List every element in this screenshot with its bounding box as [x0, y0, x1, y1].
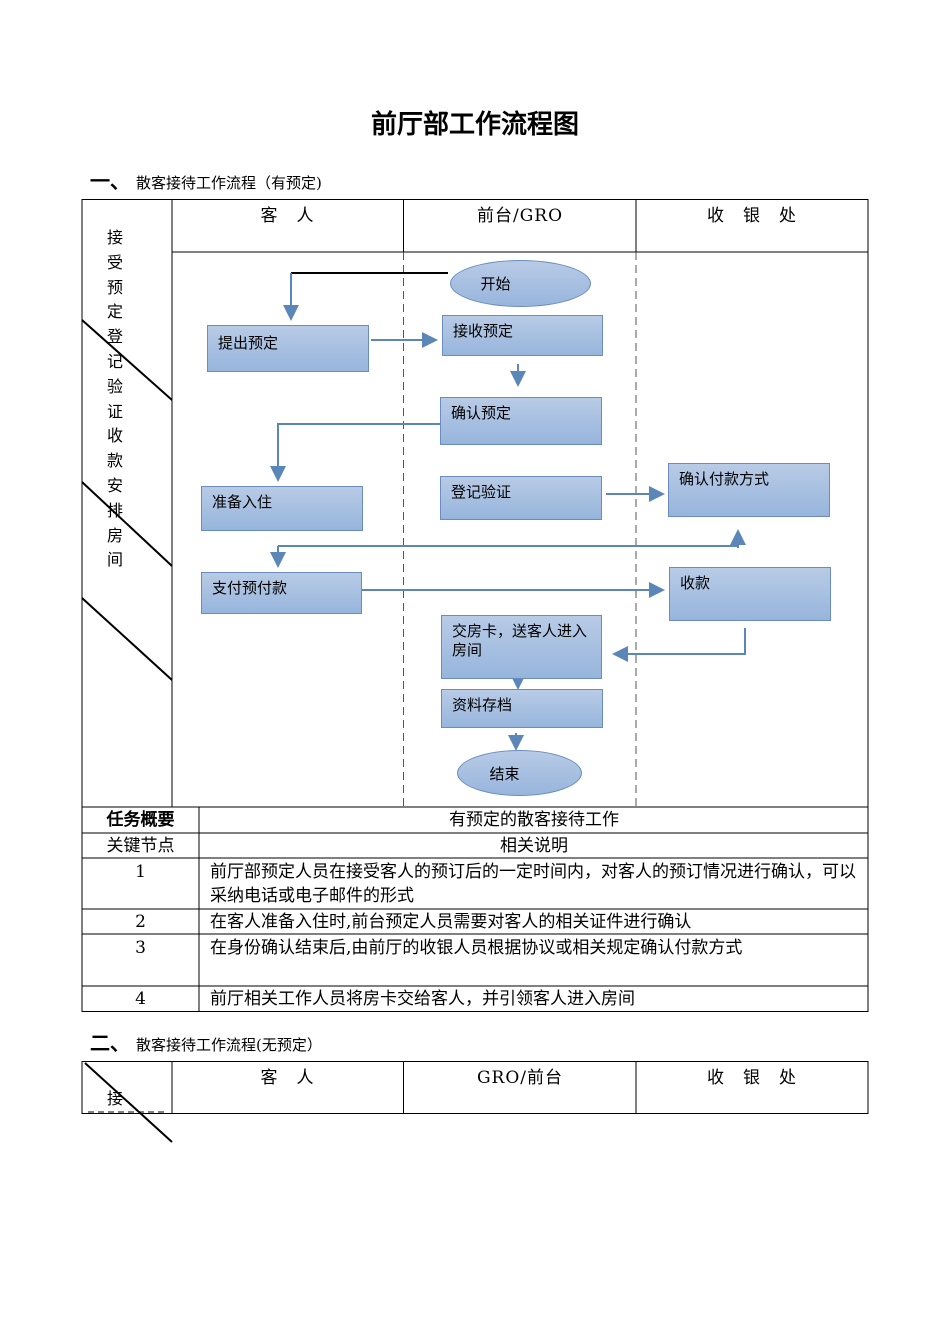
flow-box-register-verify: 登记验证: [440, 476, 602, 520]
section-1-heading: 一、散客接待工作流程（有预定): [90, 165, 322, 194]
table1-diagonals: [81, 319, 173, 681]
key-node-number-2: 2: [135, 912, 146, 932]
table2-side-label: 接: [106, 1089, 123, 1108]
key-node-desc-4: 前厅相关工作人员将房卡交给客人，并引领客人进入房间: [210, 989, 635, 1009]
key-node-number-1: 1: [135, 862, 146, 882]
key-node-number-4: 4: [135, 989, 146, 1009]
flow-box-receive-booking: 接收预定: [442, 315, 603, 356]
key-node-desc-2: 在客人准备入住时,前台预定人员需要对客人的相关证件进行确认: [210, 912, 692, 932]
swimlane-dividers: [403, 252, 637, 807]
flow-box-pay-deposit: 支付预付款: [201, 572, 362, 614]
section-2-heading: 二、散客接待工作流程(无预定）: [90, 1027, 322, 1056]
flow-end-node: 结束: [457, 750, 582, 796]
table2-col-header-cashier: 收 银 处: [707, 1068, 797, 1088]
section-1-label: 散客接待工作流程（有预定): [136, 174, 322, 192]
section-2-number: 二、: [90, 1031, 130, 1055]
col-header-cashier: 收 银 处: [707, 206, 797, 226]
table1-grid: [81, 199, 869, 1012]
table2-diagonal: [84, 1062, 173, 1143]
flow-box-confirm-booking: 确认预定: [440, 397, 602, 445]
table2-grid: [81, 1061, 869, 1114]
col-header-front-desk: 前台/GRO: [476, 206, 564, 226]
key-node-desc-3: 在身份确认结束后,由前厅的收银人员根据协议或相关规定确认付款方式: [210, 938, 743, 958]
key-node-header: 关键节点: [106, 836, 175, 856]
flow-box-archive: 资料存档: [441, 689, 603, 728]
section-2-label: 散客接待工作流程(无预定）: [136, 1036, 322, 1054]
flow-box-raise-booking: 提出预定: [207, 325, 369, 372]
task-summary-label: 任务概要: [106, 810, 175, 830]
table2-col-header-front-desk: GRO/前台: [476, 1068, 564, 1088]
table1-side-label: 接受预定登记验证收款安排房间: [106, 228, 123, 570]
task-summary-value: 有预定的散客接待工作: [449, 810, 619, 830]
flow-box-collect-payment: 收款: [669, 567, 831, 621]
col-header-guest: 客 人: [260, 206, 315, 226]
section-1-number: 一、: [90, 169, 130, 193]
flow-start-node: 开始: [450, 260, 591, 307]
page-title: 前厅部工作流程图: [370, 110, 579, 140]
flow-box-prepare-checkin: 准备入住: [201, 486, 363, 531]
flow-box-hand-room-card: 交房卡，送客人进入房间: [441, 615, 602, 679]
key-node-number-3: 3: [135, 938, 146, 958]
key-node-desc-1: 前厅部预定人员在接受客人的预订后的一定时间内，对客人的预订情况进行确认，可以采纳…: [210, 862, 856, 906]
table2-col-header-guest: 客 人: [260, 1068, 315, 1088]
description-header: 相关说明: [500, 836, 568, 856]
flow-arrows: [270, 272, 746, 751]
flow-box-confirm-payment-method: 确认付款方式: [668, 463, 830, 517]
